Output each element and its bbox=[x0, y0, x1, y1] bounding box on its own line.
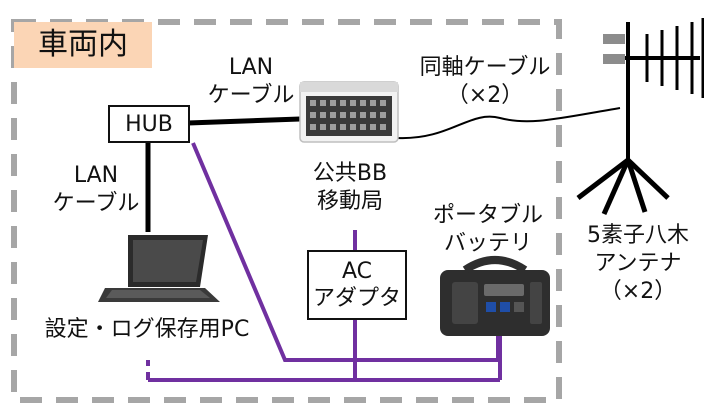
lan-label-top: LAN ケーブル bbox=[196, 54, 306, 110]
laptop-icon bbox=[98, 235, 220, 302]
yagi-antenna-icon bbox=[576, 18, 704, 216]
ac-adapter-line1: AC bbox=[341, 259, 373, 284]
antenna-line3: （×2） bbox=[599, 279, 677, 304]
vehicle-boundary bbox=[11, 19, 562, 403]
battery-label: ポータブル バッテリ bbox=[422, 202, 554, 258]
antenna-label: 5素子八木 アンテナ （×2） bbox=[574, 222, 702, 306]
coax-label-line1: 同軸ケーブル bbox=[419, 55, 551, 80]
portable-battery-device bbox=[440, 256, 550, 336]
lan-label-left-line1: LAN bbox=[73, 163, 119, 188]
bb-station-line1: 公共BB bbox=[312, 161, 388, 186]
coax-cable bbox=[397, 107, 621, 140]
bb-station-label: 公共BB 移動局 bbox=[300, 160, 400, 216]
pc-label: 設定・ログ保存用PC bbox=[44, 317, 250, 342]
coax-label: 同軸ケーブル （×2） bbox=[410, 54, 560, 110]
ac-adapter-line2: アダプタ bbox=[312, 286, 401, 311]
vehicle-interior-label: 車両内 bbox=[14, 22, 152, 68]
battery-line1: ポータブル bbox=[432, 203, 543, 228]
battery-line2: バッテリ bbox=[443, 231, 532, 256]
antenna-line2: アンテナ bbox=[594, 251, 682, 276]
coax-label-line2: （×2） bbox=[446, 83, 524, 108]
ac-adapter-box: AC アダプタ bbox=[307, 250, 407, 320]
bb-station-device bbox=[299, 81, 399, 143]
bb-station-line2: 移動局 bbox=[316, 189, 383, 214]
antenna-line1: 5素子八木 bbox=[587, 223, 689, 248]
lan-label-top-line1: LAN bbox=[228, 55, 274, 80]
lan-cable-hub-bb bbox=[187, 116, 301, 126]
hub-box: HUB bbox=[108, 105, 190, 143]
hub-label: HUB bbox=[125, 111, 173, 137]
lan-label-left-line2: ケーブル bbox=[52, 191, 140, 216]
lan-label-top-line2: ケーブル bbox=[207, 83, 295, 108]
lan-label-left: LAN ケーブル bbox=[44, 162, 148, 218]
